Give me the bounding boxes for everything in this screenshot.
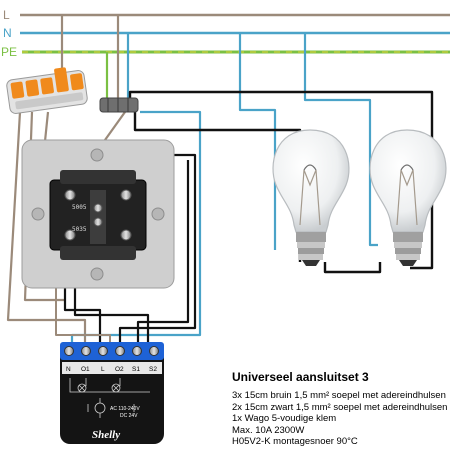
bus-l-label: L	[3, 8, 10, 22]
terminal-label-o2: O2	[115, 366, 124, 373]
lamp-1-icon	[272, 129, 350, 266]
wire-clamp-icon	[99, 97, 139, 113]
shelly-terminal-labels: N O1 L O2 S1 S2	[66, 366, 157, 373]
terminal-label-n: N	[66, 366, 71, 373]
wire-n-to-lamp2	[303, 33, 378, 247]
wire-shelly-o2	[136, 160, 190, 345]
kit-item: Max. 10A 2300W	[232, 424, 305, 436]
shelly-terminal-block	[60, 342, 164, 360]
wire-o2-lamp2	[128, 90, 434, 270]
shelly-schematic	[69, 378, 150, 418]
shelly-terminal-screws	[64, 346, 159, 356]
kit-item: H05V2-K montagesnoer 90°C	[232, 436, 358, 447]
wire-n-to-lamp1	[238, 33, 277, 250]
terminal-label-o1: O1	[81, 366, 90, 373]
kit-item: 1x Wago 5-voudige klem	[232, 413, 337, 424]
kit-item: 3x 15cm bruin 1,5 mm² soepel met aderein…	[232, 390, 446, 401]
bus-pe-label: PE	[1, 45, 17, 59]
switch-code-bottom: 5035	[72, 226, 87, 233]
kit-info-panel: Universeel aansluitset 3 3x 15cm bruin 1…	[232, 370, 447, 448]
wire-lamp1-return	[323, 262, 382, 274]
kit-item: 2x 15cm zwart 1,5 mm² soepel met aderein…	[232, 401, 448, 413]
shelly-brand-logo: Shelly	[92, 429, 120, 441]
shelly-rating: AC 110-240V	[110, 406, 140, 412]
wire-wago-to-shelly-l	[6, 111, 87, 345]
wire-shelly-o1	[118, 153, 197, 345]
double-switch-icon: 5005 5035	[21, 139, 175, 289]
terminal-label-s2: S2	[149, 366, 157, 373]
terminal-label-l: L	[101, 366, 105, 373]
bus-lines: L N PE	[1, 8, 450, 59]
wago-connector-icon	[6, 67, 88, 114]
bus-n-label: N	[3, 26, 12, 40]
switch-code-top: 5005	[72, 204, 87, 211]
kit-contents-list: 3x 15cm bruin 1,5 mm² soepel met aderein…	[232, 390, 447, 448]
lamp-2-icon	[369, 129, 447, 266]
kit-title: Universeel aansluitset 3	[232, 370, 369, 384]
wire-n-to-shelly	[70, 110, 202, 345]
shelly-relay-icon: N O1 L O2 S1 S2 AC 110-240V DC 24V Shell…	[60, 342, 164, 444]
terminal-label-s1: S1	[132, 366, 140, 373]
shelly-dc-rating: DC 24V	[120, 413, 138, 419]
